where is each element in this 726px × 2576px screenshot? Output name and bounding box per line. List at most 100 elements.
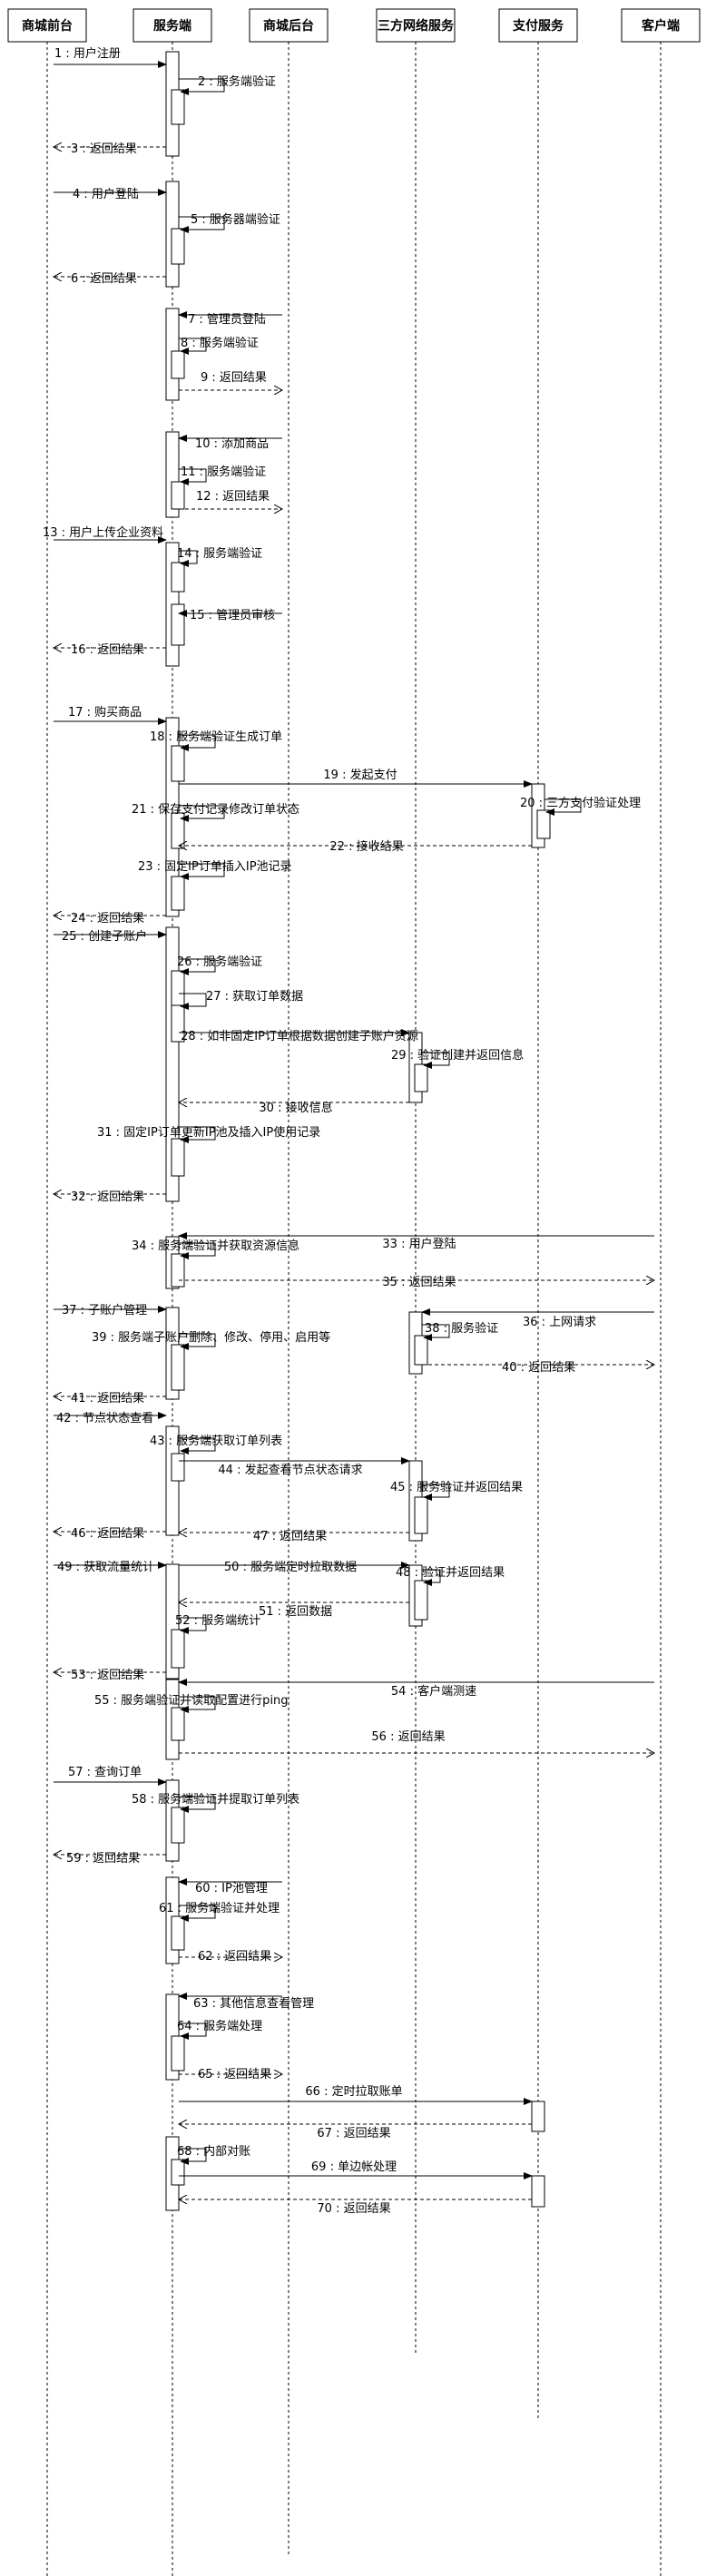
message-9: 9 : 返回结果 [179, 371, 282, 390]
message-label: 23 : 固定IP订单插入IP池记录 [138, 860, 292, 874]
message-label: 44 : 发起查看节点状态请求 [218, 1463, 362, 1477]
message-29: 29 : 验证创建并返回信息 [391, 1048, 524, 1069]
self-message-arrow [179, 1126, 216, 1143]
message-49: 49 : 获取流量统计 [54, 1561, 167, 1574]
message-label: 46 : 返回结果 [71, 1527, 144, 1541]
lifelines-layer [46, 42, 662, 2576]
message-label: 26 : 服务端验证 [177, 955, 262, 969]
message-50: 50 : 服务端定时拉取数据 [179, 1560, 410, 1574]
self-message-arrow [179, 805, 225, 822]
activation-bar [171, 1138, 185, 1177]
message-48: 48 : 验证并返回结果 [396, 1565, 505, 1586]
activation-bar [171, 603, 185, 646]
participant-client: 客户端 [621, 8, 701, 43]
self-message-arrow [179, 78, 225, 95]
message-65: 65 : 返回结果 [179, 2068, 282, 2081]
message-12: 12 : 返回结果 [179, 490, 282, 509]
message-1: 1 : 用户注册 [54, 46, 167, 68]
activation-bar [171, 481, 185, 510]
message-label: 47 : 返回结果 [253, 1530, 327, 1543]
message-label: 10 : 添加商品 [195, 437, 269, 451]
message-25: 25 : 创建子账户 [54, 929, 167, 944]
message-label: 2 : 服务端验证 [198, 74, 276, 89]
activation-bar [171, 1253, 185, 1288]
participant-mall-frontend: 商城前台 [7, 8, 87, 43]
message-label: 18 : 服务端验证生成订单 [150, 730, 282, 744]
message-label: 25 : 创建子账户 [62, 929, 147, 944]
message-label: 69 : 单边帐处理 [311, 2160, 397, 2174]
self-message-arrow [179, 863, 225, 880]
message-label: 70 : 返回结果 [317, 2202, 390, 2216]
message-label: 13 : 用户上传企业资料 [43, 525, 163, 540]
self-message-arrow [179, 958, 216, 975]
self-message-arrow [179, 993, 207, 1010]
self-message-arrow [179, 1796, 216, 1813]
message-label: 14 : 服务端验证 [177, 546, 262, 561]
message-label: 61 : 服务端验证并处理 [159, 1901, 280, 1915]
message-label: 37 : 子账户管理 [62, 1303, 147, 1317]
participant-payment-service: 支付服务 [498, 8, 578, 43]
participant-box [7, 8, 87, 43]
message-44: 44 : 发起查看节点状态请求 [179, 1457, 410, 1477]
message-41: 41 : 返回结果 [54, 1392, 166, 1406]
participant-label: 三方网络服务 [378, 18, 455, 34]
message-label: 11 : 服务端验证 [181, 465, 266, 479]
message-3: 3 : 返回结果 [54, 142, 166, 156]
message-37: 37 : 子账户管理 [54, 1303, 167, 1317]
message-59: 59 : 返回结果 [54, 1852, 166, 1866]
message-16: 16 : 返回结果 [54, 643, 166, 657]
message-30: 30 : 接收信息 [179, 1101, 409, 1115]
message-label: 33 : 用户登陆 [382, 1237, 456, 1251]
self-message-arrow [422, 1569, 441, 1586]
activation-bar [171, 745, 185, 782]
message-label: 53 : 返回结果 [71, 1669, 144, 1682]
message-8: 8 : 服务端验证 [179, 336, 259, 355]
message-label: 45 : 服务验证并返回结果 [390, 1480, 523, 1494]
message-15: 15 : 管理员审核 [178, 609, 282, 622]
message-label: 50 : 服务端定时拉取数据 [224, 1560, 357, 1574]
message-label: 8 : 服务端验证 [181, 336, 259, 350]
message-label: 7 : 管理员登陆 [188, 312, 266, 327]
participant-third-party-network: 三方网络服务 [376, 8, 456, 43]
message-58: 58 : 服务端验证并提取订单列表 [132, 1792, 299, 1813]
activation-bar [171, 1453, 185, 1482]
message-label: 43 : 服务端获取订单列表 [150, 1434, 282, 1448]
self-message-arrow [179, 734, 216, 751]
message-13: 13 : 用户上传企业资料 [43, 525, 167, 544]
message-label: 39 : 服务端子账户删除、修改、停用、启用等 [92, 1330, 330, 1345]
activation-bar [414, 1496, 428, 1534]
participant-heads-layer: 商城前台服务端商城后台三方网络服务支付服务客户端 [7, 8, 701, 43]
message-18: 18 : 服务端验证生成订单 [150, 730, 282, 751]
message-label: 65 : 返回结果 [198, 2068, 271, 2081]
message-label: 49 : 获取流量统计 [57, 1561, 154, 1574]
message-label: 52 : 服务端统计 [175, 1613, 260, 1628]
message-label: 67 : 返回结果 [317, 2127, 390, 2140]
message-17: 17 : 购买商品 [54, 705, 167, 725]
message-20: 20 : 三方支付验证处理 [520, 796, 641, 816]
activation-bar [171, 1807, 185, 1844]
message-38: 38 : 服务验证 [422, 1321, 498, 1341]
message-label: 54 : 客户端测速 [391, 1684, 476, 1699]
message-35: 35 : 返回结果 [179, 1276, 654, 1289]
message-label: 1 : 用户注册 [54, 46, 121, 61]
activation-bar [171, 1915, 185, 1951]
message-21: 21 : 保存支付记录修改订单状态 [132, 803, 299, 822]
self-message-arrow [179, 216, 225, 233]
message-40: 40 : 返回结果 [422, 1361, 654, 1375]
message-label: 57 : 查询订单 [68, 1766, 142, 1779]
message-55: 55 : 服务端验证并读取配置进行ping [94, 1693, 289, 1713]
message-label: 22 : 接收结果 [329, 839, 403, 854]
message-label: 66 : 定时拉取账单 [305, 2085, 402, 2099]
self-message-arrow [179, 1696, 216, 1713]
self-message-arrow [179, 1617, 207, 1634]
message-10: 10 : 添加商品 [178, 435, 282, 451]
participant-mall-backend: 商城后台 [249, 8, 329, 43]
message-56: 56 : 返回结果 [179, 1730, 654, 1753]
message-label: 4 : 用户登陆 [73, 187, 139, 201]
message-61: 61 : 服务端验证并处理 [159, 1901, 280, 1922]
participant-box [132, 8, 212, 43]
message-66: 66 : 定时拉取账单 [179, 2085, 533, 2105]
message-64: 64 : 服务端处理 [177, 2019, 262, 2040]
self-message-arrow [179, 550, 198, 567]
